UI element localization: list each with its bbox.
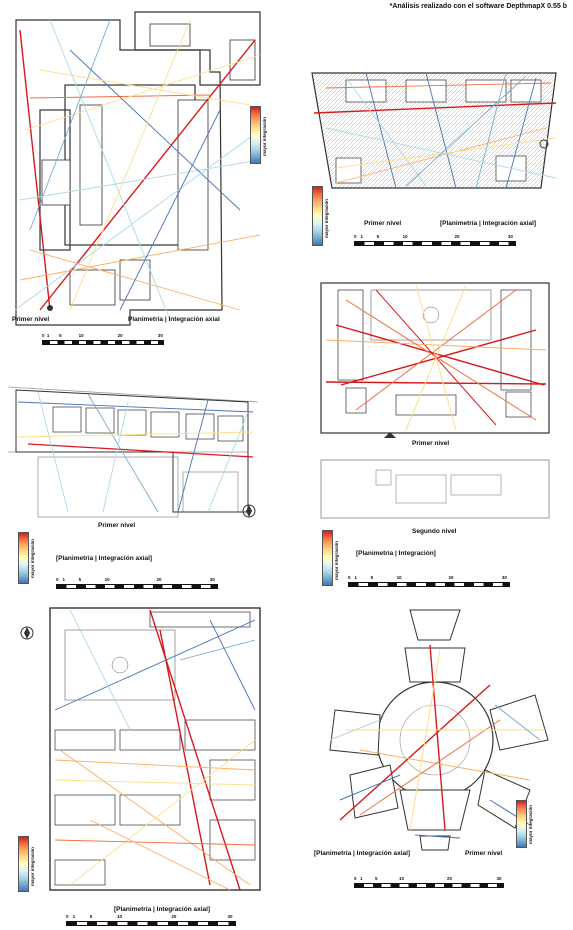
- radial-wings: [329, 609, 549, 851]
- legend-label: mayor integración: [30, 538, 35, 578]
- level-label-1: Primer nivel: [12, 316, 50, 323]
- plan-label-1: Planimetría | Integración axial: [128, 316, 220, 323]
- legend-label: mayor integración: [528, 804, 533, 844]
- plan-label-4: [Planimetría | Integración]: [356, 550, 436, 557]
- sports-court: [64, 629, 176, 701]
- room-blocks: [337, 289, 532, 418]
- building-outline-first: [320, 282, 550, 434]
- axial-lines: [54, 609, 256, 891]
- plan-panel-2: mayor integración Primer nivel [Planimet…: [306, 68, 566, 248]
- legend-label: mayor integración: [262, 116, 267, 156]
- room-blocks: [52, 406, 244, 442]
- legend-label: mayor integración: [30, 846, 35, 886]
- north-arrow-icon: [242, 504, 256, 518]
- north-marker: [384, 432, 396, 438]
- building-outline: [49, 607, 261, 891]
- axial-lines: [313, 72, 557, 189]
- plan-drawing-6: [329, 609, 549, 851]
- plan-drawing-5: [49, 607, 261, 891]
- north-marker: [47, 305, 53, 311]
- plan-panel-1: mayor integración Primer nivel Planimetr…: [10, 10, 270, 355]
- axial-lines: [14, 19, 261, 321]
- integration-legend-1: mayor integración: [250, 106, 267, 164]
- integration-legend-6: mayor integración: [516, 800, 533, 848]
- plan-panel-5: mayor integración [Planimetría | Integra…: [10, 600, 272, 928]
- building-walls: [15, 389, 249, 513]
- plan-drawing-3: [7, 386, 259, 518]
- plan-panel-4: Primer nivel Segundo nivel mayor integra…: [316, 280, 566, 592]
- plan-drawing-2: [311, 72, 557, 189]
- plan-panel-3: Primer nivel mayor integración [Planimet…: [7, 362, 270, 592]
- legend-label: mayor integración: [324, 198, 329, 238]
- axial-lines: [17, 391, 254, 513]
- room-blocks-second: [375, 469, 502, 504]
- integration-legend-2: mayor integración: [312, 186, 329, 246]
- legend-label: mayor integración: [334, 540, 339, 580]
- plan-label-5: [Planimetría | Integración axial]: [114, 906, 211, 913]
- plan-drawing-4: [320, 282, 550, 519]
- north-arrow-icon: [20, 626, 34, 640]
- building-outline-second: [320, 459, 550, 519]
- plan-label-3: [Planimetría | Integración axial]: [56, 555, 153, 562]
- plan-label-6: [Planimetría | Integración axial]: [314, 850, 411, 857]
- software-note: *Análisis realizado con el software Dept…: [389, 3, 567, 10]
- plan-drawing-1: [14, 11, 261, 326]
- plan-label-2: [Planimetría | Integración axial]: [440, 220, 537, 227]
- axial-lines: [329, 644, 545, 839]
- room-blocks: [335, 79, 542, 184]
- level-label-3: Primer nivel: [98, 522, 136, 529]
- sports-court: [370, 289, 492, 341]
- level-label-2: Primer nivel: [364, 220, 402, 227]
- axial-lines: [325, 284, 547, 431]
- integration-legend-4: mayor integración: [322, 530, 339, 586]
- level-label-4b: Segundo nivel: [412, 528, 457, 535]
- level-label-4: Primer nivel: [412, 440, 450, 447]
- north-marker: [539, 139, 549, 149]
- level-label-6: Primer nivel: [465, 850, 503, 857]
- plan-panel-6: mayor integración [Planimetría | Integra…: [300, 600, 566, 925]
- integration-legend-5: mayor integración: [18, 836, 35, 892]
- integration-legend-3: mayor integración: [18, 532, 35, 584]
